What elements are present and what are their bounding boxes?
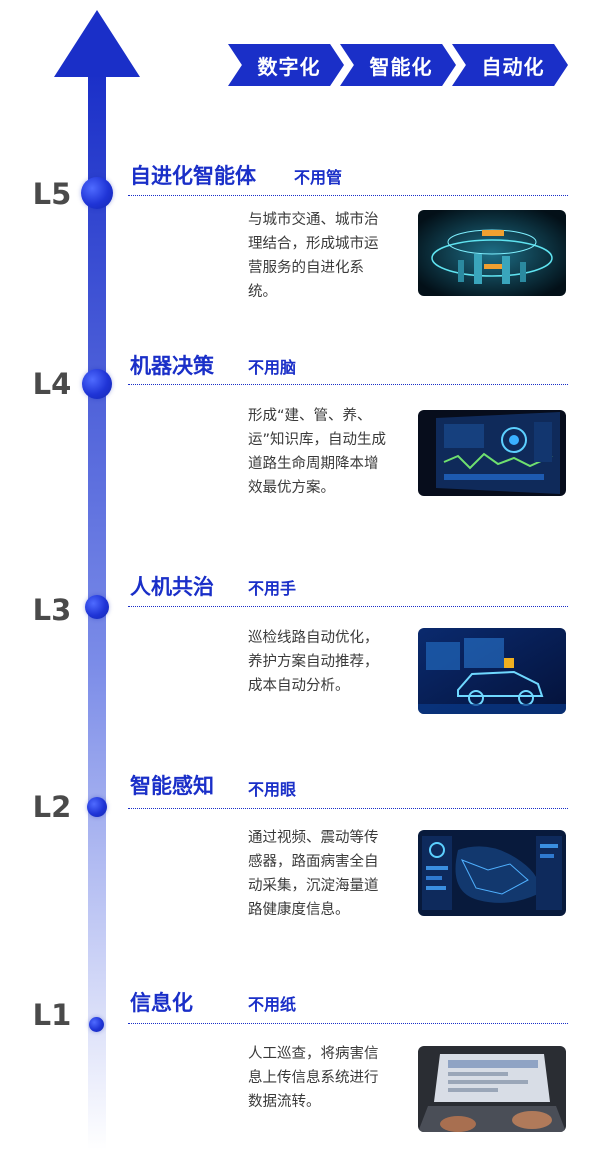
- level-dot: [87, 797, 107, 817]
- level-description: 巡检线路自动优化，养护方案自动推荐，成本自动分析。: [248, 630, 379, 694]
- level-dot: [89, 1017, 104, 1032]
- level-tag: 不用脑: [248, 358, 297, 377]
- level-description: 通过视频、震动等传感器，路面病害全自动采集，沉淀海量道路健康度信息。: [248, 830, 379, 918]
- level-code: L4: [32, 367, 72, 401]
- divider: [128, 606, 568, 607]
- monitoring-map-dashboard-image: [418, 830, 566, 916]
- chevron-automation: 自动化: [452, 44, 568, 86]
- level-code: L3: [32, 593, 72, 627]
- divider: [128, 195, 568, 196]
- level-tag: 不用眼: [248, 780, 297, 799]
- inspection-vehicle-image: [418, 628, 566, 714]
- smart-city-hologram-image: [418, 210, 566, 296]
- divider: [128, 384, 568, 385]
- level-title: 人机共治: [130, 575, 214, 599]
- level-tag: 不用纸: [248, 995, 297, 1014]
- chevron-label: 智能化: [369, 54, 433, 79]
- level-dot: [85, 595, 109, 619]
- level-title: 自进化智能体: [130, 164, 256, 188]
- stage-chevrons: 数字化 智能化 自动化: [228, 44, 568, 86]
- chevron-label: 自动化: [481, 54, 545, 79]
- level-title: 机器决策: [130, 354, 214, 378]
- level-code: L1: [32, 998, 72, 1032]
- level-tag: 不用手: [248, 579, 297, 598]
- level-dot: [81, 177, 113, 209]
- level-tag: 不用管: [294, 168, 343, 187]
- level-title: 信息化: [130, 991, 193, 1015]
- laptop-typing-image: [418, 1046, 566, 1132]
- data-dashboard-screens-image: [418, 410, 566, 496]
- divider: [128, 808, 568, 809]
- level-code: L2: [32, 790, 72, 824]
- chevron-digitization: 数字化: [228, 44, 344, 86]
- level-code: L5: [32, 177, 72, 211]
- level-description: 人工巡查，将病害信息上传信息系统进行数据流转。: [248, 1046, 379, 1110]
- divider: [128, 1023, 568, 1024]
- chevron-intelligence: 智能化: [340, 44, 456, 86]
- axis-arrow-head: [54, 10, 140, 77]
- level-description: 形成“建、管、养、运”知识库，自动生成道路生命周期降本增效最优方案。: [248, 408, 387, 496]
- level-dot: [82, 369, 112, 399]
- level-description: 与城市交通、城市治理结合，形成城市运营服务的自进化系统。: [248, 212, 379, 300]
- level-title: 智能感知: [130, 774, 214, 798]
- chevron-label: 数字化: [257, 54, 321, 79]
